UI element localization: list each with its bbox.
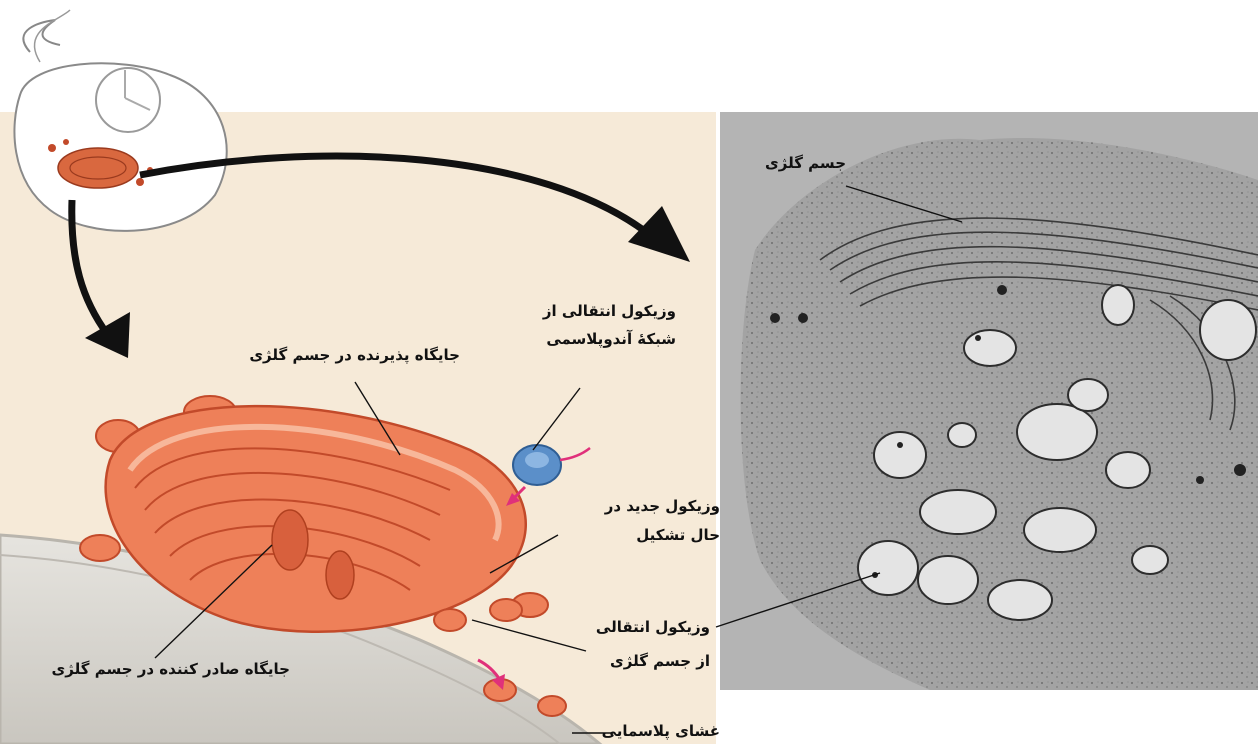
label-shipping-face: جایگاه صادر کننده در جسم گلژی [20,656,290,683]
label-new-vesicle-line1: وزیکول جدید در [520,493,720,520]
micrograph [720,112,1258,690]
label-golgi-body: جسم گلژی [754,150,846,177]
cell-thumbnail [14,10,226,231]
label-receiving-face: جایگاه پذیرنده در جسم گلژی [228,342,460,369]
label-plasma-membrane: غشای پلاسمایی [600,718,720,745]
label-er-vesicle-line1: وزیکول انتقالی از [476,298,676,325]
label-golgi-vesicle-line1: وزیکول انتقالی [540,614,710,641]
label-golgi-vesicle-line2: از جسم گلژی [540,648,710,675]
label-er-vesicle-line2: شبکهٔ آندوپلاسمی [476,326,676,353]
label-new-vesicle-line2: حال تشکیل [520,522,720,549]
